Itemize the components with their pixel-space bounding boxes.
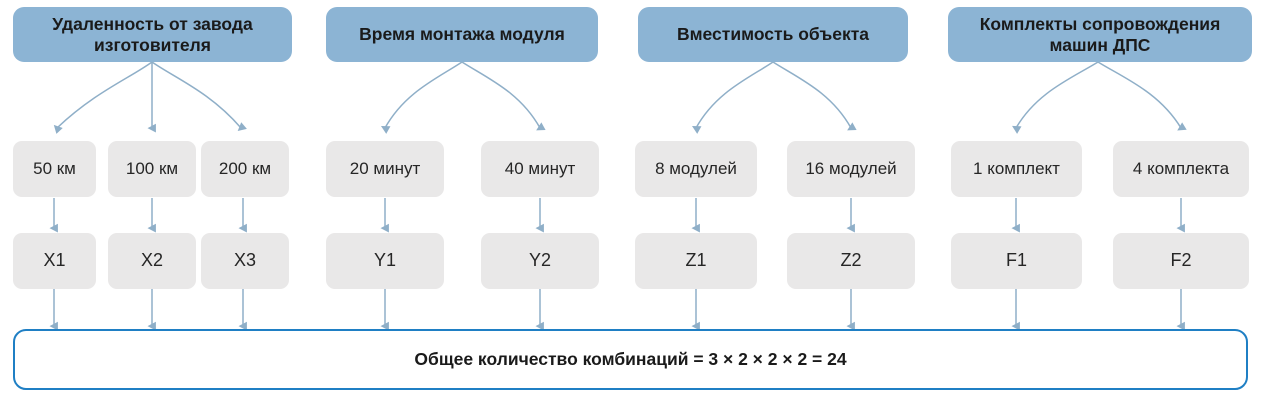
option-value-label: 50 км	[33, 158, 76, 178]
option-code-label: X3	[233, 250, 257, 271]
option-value-box[interactable]: 20 минут	[326, 141, 444, 197]
option-value-label: 40 минут	[504, 158, 576, 178]
option-code-label: Z1	[685, 250, 707, 271]
option-value-box[interactable]: 50 км	[13, 141, 96, 197]
option-value-label: 16 модулей	[805, 158, 897, 178]
option-value-box[interactable]: 200 км	[201, 141, 289, 197]
option-value-label: 8 модулей	[655, 158, 737, 178]
option-value-box[interactable]: 40 минут	[481, 141, 599, 197]
option-code-box[interactable]: Z1	[635, 233, 757, 289]
group-header-escort-kits[interactable]: Комплекты сопровождения машин ДПС	[948, 7, 1252, 62]
group-header-label: Вместимость объекта	[676, 24, 870, 45]
option-code-box[interactable]: X3	[201, 233, 289, 289]
option-value-label: 1 комплект	[973, 158, 1060, 178]
option-code-box[interactable]: F2	[1113, 233, 1249, 289]
option-code-box[interactable]: F1	[951, 233, 1082, 289]
option-value-box[interactable]: 16 модулей	[787, 141, 915, 197]
option-value-box[interactable]: 1 комплект	[951, 141, 1082, 197]
option-code-box[interactable]: Y2	[481, 233, 599, 289]
option-value-box[interactable]: 100 км	[108, 141, 196, 197]
option-code-label: Y2	[528, 250, 552, 271]
group-header-capacity[interactable]: Вместимость объекта	[638, 7, 908, 62]
option-code-label: X1	[43, 250, 66, 271]
option-value-label: 200 км	[218, 158, 272, 178]
group-header-label: Удаленность от завода изготовителя	[52, 13, 253, 55]
option-code-box[interactable]: Y1	[326, 233, 444, 289]
option-value-box[interactable]: 4 комплекта	[1113, 141, 1249, 197]
option-value-label: 4 комплекта	[1132, 158, 1230, 178]
option-code-box[interactable]: Z2	[787, 233, 915, 289]
option-code-label: F1	[1005, 250, 1027, 271]
option-code-label: F2	[1170, 250, 1192, 271]
option-code-label: Y1	[373, 250, 397, 271]
option-value-box[interactable]: 8 модулей	[635, 141, 757, 197]
total-combinations-summary: Общее количество комбинаций = 3 × 2 × 2 …	[13, 329, 1248, 390]
option-code-label: Z2	[840, 250, 862, 271]
option-value-label: 20 минут	[349, 158, 421, 178]
option-code-label: X2	[140, 250, 164, 271]
option-code-box[interactable]: X2	[108, 233, 196, 289]
option-code-box[interactable]: X1	[13, 233, 96, 289]
option-value-label: 100 км	[125, 158, 179, 178]
group-header-distance[interactable]: Удаленность от завода изготовителя	[13, 7, 292, 62]
total-combinations-label: Общее количество комбинаций = 3 × 2 × 2 …	[414, 349, 847, 370]
group-header-label: Комплекты сопровождения машин ДПС	[979, 13, 1221, 55]
group-header-label: Время монтажа модуля	[359, 24, 565, 45]
group-header-install-time[interactable]: Время монтажа модуля	[326, 7, 598, 62]
